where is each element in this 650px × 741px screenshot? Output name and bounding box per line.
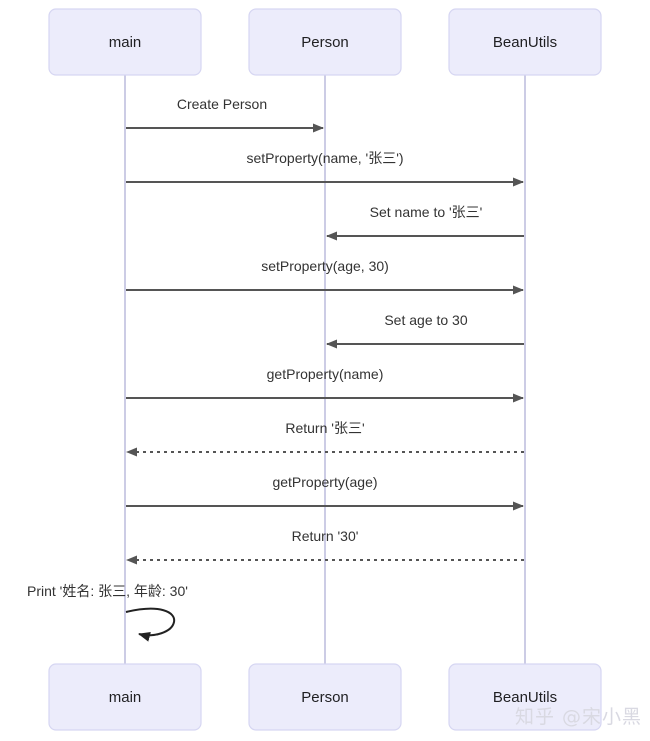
self-message-loop-arrow[interactable] — [125, 607, 176, 642]
message-label-return-age: Return '30' — [292, 528, 359, 544]
actor-box-bottom-main[interactable] — [48, 663, 202, 731]
actor-box-top-person[interactable] — [248, 8, 402, 76]
message-label-setproperty-name: setProperty(name, '张三') — [246, 150, 403, 166]
actor-boxes-bottom: main Person BeanUtils — [48, 663, 602, 731]
actor-label-top-main: main — [109, 34, 142, 51]
actor-boxes-top: main Person BeanUtils — [48, 8, 602, 76]
message-label-getproperty-name: getProperty(name) — [267, 366, 384, 382]
actor-box-top-beanutils[interactable] — [448, 8, 602, 76]
message-label-return-name: Return '张三' — [285, 420, 364, 436]
actor-box-bottom-beanutils[interactable] — [448, 663, 602, 731]
lifelines-group — [124, 75, 526, 664]
actor-label-bottom-main: main — [109, 689, 142, 706]
actor-label-top-beanutils: BeanUtils — [493, 34, 557, 51]
self-message-label-print: Print '姓名: 张三, 年龄: 30' — [27, 583, 188, 599]
message-label-create-person: Create Person — [177, 96, 267, 112]
message-label-set-name: Set name to '张三' — [370, 204, 483, 220]
actor-label-bottom-beanutils: BeanUtils — [493, 689, 557, 706]
actor-label-bottom-person: Person — [301, 689, 349, 706]
actor-box-bottom-person[interactable] — [248, 663, 402, 731]
actor-label-top-person: Person — [301, 34, 349, 51]
message-label-getproperty-age: getProperty(age) — [272, 474, 377, 490]
self-message-group: Print '姓名: 张三, 年龄: 30' — [27, 583, 188, 642]
message-label-setproperty-age: setProperty(age, 30) — [261, 258, 389, 274]
actor-box-top-main[interactable] — [48, 8, 202, 76]
messages-group: Create Person setProperty(name, '张三') Se… — [126, 96, 524, 565]
message-label-set-age: Set age to 30 — [384, 312, 468, 328]
